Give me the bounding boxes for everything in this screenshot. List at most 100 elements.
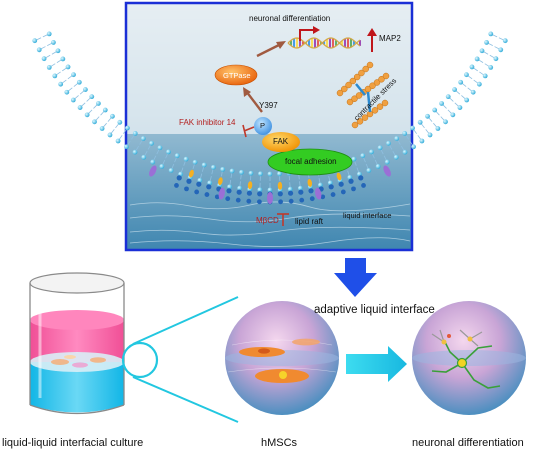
lipid-head bbox=[411, 144, 416, 150]
raft-lipid-head bbox=[256, 199, 262, 205]
actin-bead bbox=[369, 82, 376, 89]
cholesterol bbox=[277, 181, 283, 190]
lipid-head bbox=[474, 56, 480, 62]
lipid-head bbox=[92, 119, 97, 125]
lipid-head bbox=[211, 164, 216, 170]
raft-lipid-head bbox=[206, 184, 212, 190]
gtpase-protein bbox=[214, 64, 258, 86]
raft-lipid-head bbox=[225, 196, 231, 202]
lipid-head bbox=[277, 171, 282, 177]
mbcd-tbar bbox=[277, 213, 289, 226]
lipid-head bbox=[207, 180, 213, 186]
lipid-head bbox=[458, 79, 464, 85]
raft-lipid-head bbox=[361, 183, 366, 188]
lipid-head bbox=[258, 171, 263, 177]
raft-lipid-head bbox=[257, 191, 263, 197]
actin-bead bbox=[346, 98, 354, 106]
lipid-head bbox=[488, 31, 494, 37]
neuronal-sphere bbox=[412, 301, 526, 415]
lipid-head bbox=[384, 159, 390, 165]
actin-bead bbox=[355, 92, 363, 99]
lipid-head bbox=[360, 153, 366, 159]
actin-bead bbox=[345, 81, 352, 89]
arrowhead-gtpase-to-dna bbox=[276, 41, 286, 49]
neuronal-differentiation-top-label: neuronal differentiation bbox=[249, 14, 331, 23]
cholesterol bbox=[218, 177, 223, 186]
transcription-start-arrow bbox=[299, 26, 320, 41]
mechanism-panel bbox=[32, 1, 508, 252]
raft-lipid-head bbox=[246, 190, 253, 196]
actin-bead bbox=[371, 107, 379, 114]
mbcd-label: MβCD bbox=[256, 216, 279, 225]
lipid-head bbox=[464, 97, 470, 103]
liquid-interface-label: liquid interface bbox=[343, 211, 392, 220]
myosin-link bbox=[366, 91, 372, 113]
actin-bead bbox=[376, 103, 384, 110]
actin-bead bbox=[361, 114, 369, 121]
raft-lipid-head bbox=[194, 189, 200, 195]
lipid-head bbox=[60, 56, 66, 62]
lipid-head bbox=[46, 31, 52, 37]
raft-lipid-head bbox=[204, 192, 210, 197]
focal-adhesion-ellipse bbox=[267, 148, 353, 176]
lipid-head bbox=[393, 154, 399, 160]
lipid-head bbox=[150, 159, 156, 165]
raft-lipid-head bbox=[235, 197, 241, 203]
lipid-head bbox=[377, 145, 383, 151]
lipid-head bbox=[227, 184, 233, 190]
zoom-circle bbox=[121, 341, 159, 379]
signal-arrows bbox=[243, 41, 286, 113]
fak-protein bbox=[262, 132, 300, 152]
lipid-head bbox=[369, 149, 374, 155]
raft-lipid-head bbox=[278, 199, 284, 205]
differentiation-arrow bbox=[346, 346, 407, 382]
raft-lipid-head bbox=[214, 194, 220, 200]
lipid-head bbox=[64, 89, 70, 95]
actin-bead bbox=[382, 72, 390, 80]
lipid-head bbox=[46, 65, 52, 70]
lipid-head bbox=[237, 185, 243, 191]
map2-up-arrow bbox=[367, 28, 377, 52]
lipid-head bbox=[432, 107, 438, 113]
dna-helix bbox=[287, 37, 361, 49]
lipid-head bbox=[410, 125, 415, 131]
lipid-head bbox=[484, 40, 489, 45]
actin-bead bbox=[366, 61, 374, 69]
zoom-lines bbox=[132, 296, 239, 423]
dna-strand bbox=[287, 37, 361, 49]
raft-lipid-head bbox=[226, 188, 232, 194]
lipid-bilayer-membrane bbox=[32, 31, 508, 205]
lipid-head bbox=[141, 154, 147, 160]
actin-bead bbox=[373, 79, 381, 86]
lipid-head bbox=[445, 94, 451, 100]
map2-label: MAP2 bbox=[379, 34, 401, 43]
lipid-head bbox=[58, 81, 64, 87]
lipid-head bbox=[482, 73, 488, 79]
phospho-p-circle bbox=[254, 117, 272, 135]
y397-label: Y397 bbox=[259, 101, 278, 110]
lipid-head bbox=[36, 47, 42, 53]
lipid-head bbox=[394, 136, 400, 141]
lipid-head bbox=[488, 65, 494, 70]
lipid-head bbox=[435, 126, 441, 131]
lipid-head bbox=[70, 97, 76, 103]
lipid-head bbox=[107, 132, 113, 138]
actin-bead bbox=[336, 89, 344, 97]
raft-lipid-head bbox=[196, 181, 202, 187]
lipid-head bbox=[267, 187, 273, 193]
raft-lipid-head bbox=[298, 189, 304, 195]
lipid-head bbox=[83, 87, 88, 92]
membrane-protein bbox=[315, 187, 322, 200]
lipid-head bbox=[166, 149, 171, 155]
lipid-head bbox=[287, 186, 293, 192]
actin-bead bbox=[358, 69, 365, 77]
lipid-head bbox=[452, 87, 457, 92]
lipid-head bbox=[502, 38, 508, 44]
arrowhead-p-to-gtpase bbox=[243, 87, 251, 97]
interface-cells bbox=[51, 355, 106, 368]
raft-lipid-head bbox=[330, 192, 336, 197]
actin-bead bbox=[341, 85, 348, 93]
lipid-head bbox=[159, 164, 165, 169]
lipid-head bbox=[168, 168, 174, 173]
lipid-head bbox=[229, 168, 235, 174]
